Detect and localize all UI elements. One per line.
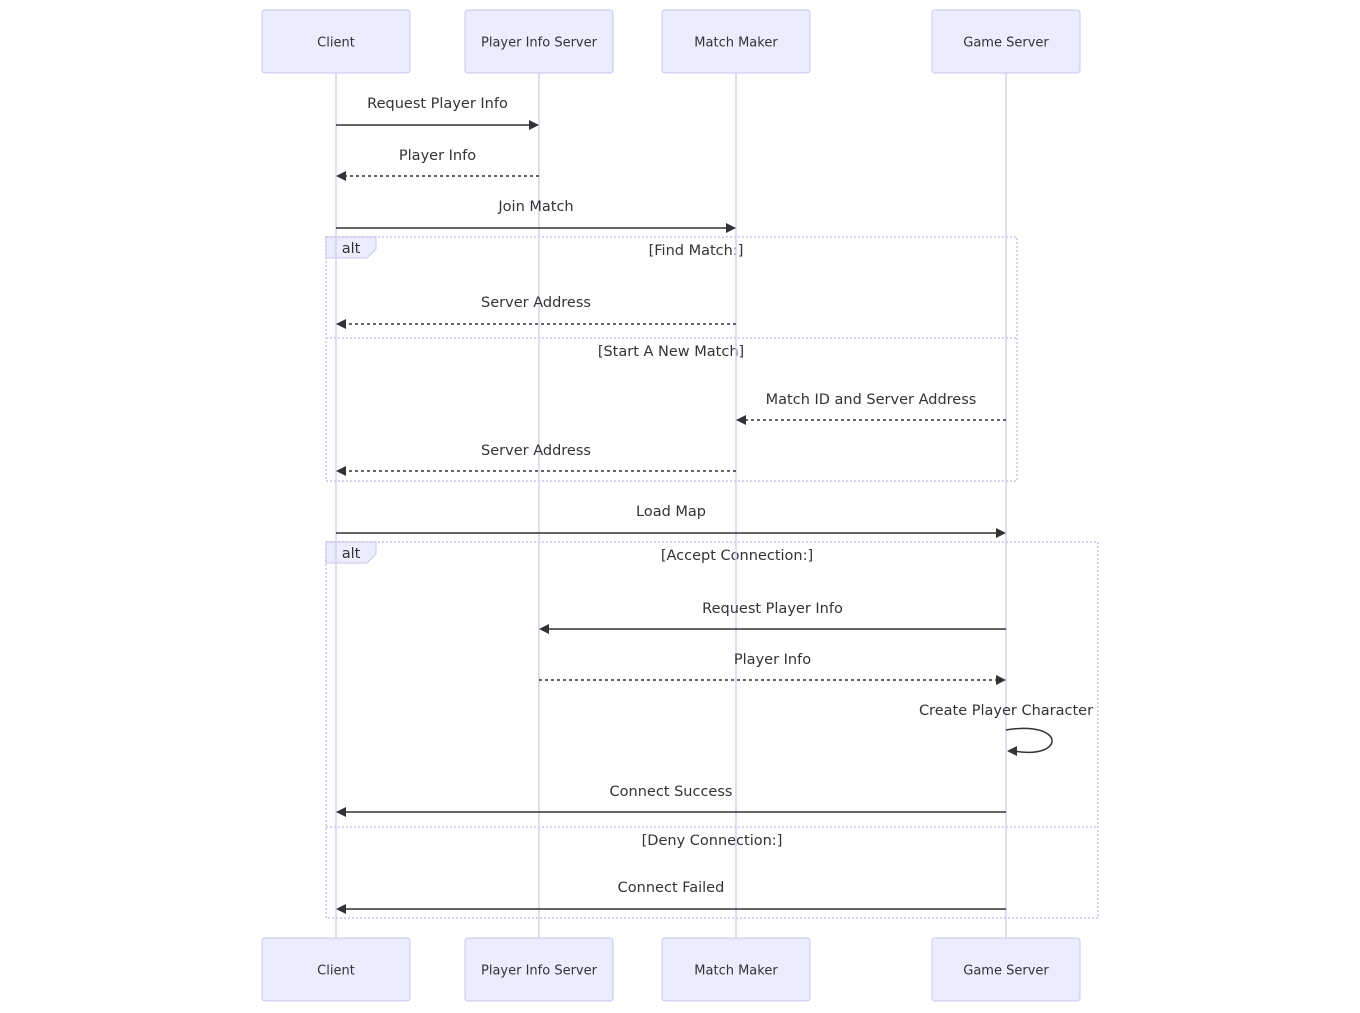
fragment-tab xyxy=(325,541,377,564)
arrowhead xyxy=(336,807,346,817)
actor-top-client: Client xyxy=(261,9,411,74)
message-label: Load Map xyxy=(636,504,706,520)
actor-box xyxy=(464,937,614,1002)
arrowhead xyxy=(529,120,539,130)
message-label: Server Address xyxy=(481,295,591,311)
message-m9: Player Info xyxy=(539,652,1006,685)
actor-label: Client xyxy=(317,964,355,979)
actor-box xyxy=(931,937,1081,1002)
message-m5: Match ID and Server Address xyxy=(736,392,1006,425)
actor-box xyxy=(261,9,411,74)
message-m8: Request Player Info xyxy=(539,601,1006,634)
actor-label: Client xyxy=(317,36,355,51)
arrowhead xyxy=(736,415,746,425)
fragment-condition: [Deny Connection:] xyxy=(642,833,783,849)
fragment-condition: [Accept Connection:] xyxy=(661,548,813,564)
message-m3: Join Match xyxy=(336,199,736,233)
message-label: Match ID and Server Address xyxy=(766,392,977,408)
arrowhead xyxy=(996,528,1006,538)
actor-bottom-client: Client xyxy=(261,937,411,1002)
actor-box xyxy=(661,9,811,74)
fragment-tab xyxy=(325,236,377,259)
message-m12: Connect Failed xyxy=(336,880,1006,914)
message-label: Connect Failed xyxy=(618,880,725,896)
alt-fragment: alt [Accept Connection:] [Deny Connection:… xyxy=(325,541,1099,919)
message-m11: Connect Success xyxy=(336,784,1006,817)
message-label: Player Info xyxy=(399,148,476,164)
arrowhead xyxy=(336,319,346,329)
arrowhead xyxy=(996,675,1006,685)
self-message-loop xyxy=(1005,727,1053,754)
arrowhead xyxy=(336,904,346,914)
fragment-condition: [Start A New Match] xyxy=(598,344,744,360)
fragment-type-label: alt xyxy=(342,241,361,257)
message-label: Request Player Info xyxy=(702,601,843,617)
message-label: Server Address xyxy=(481,443,591,459)
arrowhead xyxy=(336,466,346,476)
fragment-frame xyxy=(325,236,1018,482)
actor-label: Match Maker xyxy=(694,36,778,51)
message-m7: Load Map xyxy=(336,504,1006,538)
fragment-condition: [Find Match:] xyxy=(649,243,744,259)
message-label: Player Info xyxy=(734,652,811,668)
actor-bottom-gs: Game Server xyxy=(931,937,1081,1002)
actor-label: Game Server xyxy=(963,36,1049,51)
message-label: Create Player Character xyxy=(919,703,1093,719)
actor-bottom-pis: Player Info Server xyxy=(464,937,614,1002)
actor-label: Game Server xyxy=(963,964,1049,979)
message-label: Request Player Info xyxy=(367,96,508,112)
fragment-type-label: alt xyxy=(342,546,361,562)
message-m10: Create Player Character xyxy=(919,703,1093,756)
lifelines-layer xyxy=(335,73,1007,938)
actor-label: Player Info Server xyxy=(481,36,598,51)
actor-box xyxy=(261,937,411,1002)
message-label: Connect Success xyxy=(610,784,733,800)
fragment-frame xyxy=(325,541,1099,919)
message-label: Join Match xyxy=(497,199,573,215)
actor-top-mm: Match Maker xyxy=(661,9,811,74)
message-m4: Server Address xyxy=(336,295,736,329)
actor-top-gs: Game Server xyxy=(931,9,1081,74)
arrowhead xyxy=(726,223,736,233)
actor-box xyxy=(931,9,1081,74)
arrowhead xyxy=(1007,746,1017,756)
message-m6: Server Address xyxy=(336,443,736,476)
arrowhead xyxy=(539,624,549,634)
message-m1: Request Player Info xyxy=(336,96,539,130)
arrowhead xyxy=(336,171,346,181)
alt-fragment: alt [Find Match:] [Start A New Match] xyxy=(325,236,1018,482)
actor-box xyxy=(464,9,614,74)
actor-label: Match Maker xyxy=(694,964,778,979)
actor-label: Player Info Server xyxy=(481,964,598,979)
message-m2: Player Info xyxy=(336,148,539,181)
actor-bottom-mm: Match Maker xyxy=(661,937,811,1002)
actor-top-pis: Player Info Server xyxy=(464,9,614,74)
fragments-layer: alt [Find Match:] [Start A New Match] alt [A… xyxy=(325,236,1099,919)
actor-box xyxy=(661,937,811,1002)
